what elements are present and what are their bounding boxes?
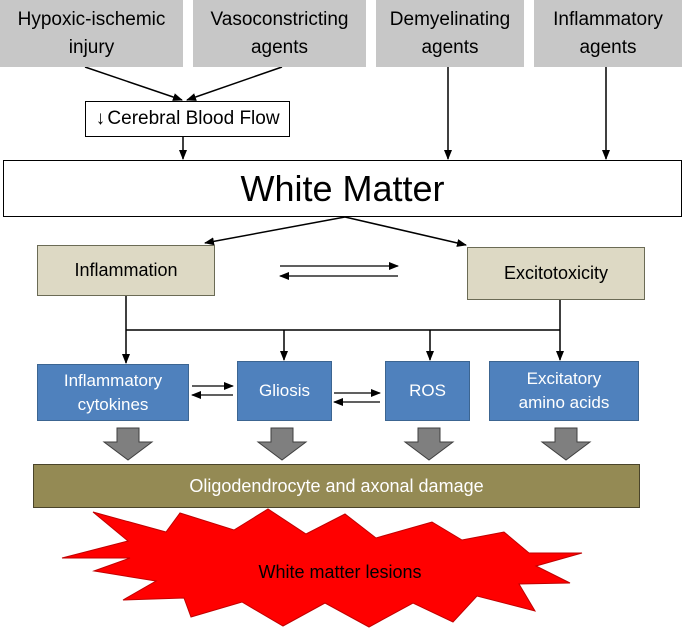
inflammation-box: Inflammation bbox=[37, 245, 215, 296]
big-arrow-cytokines bbox=[102, 427, 154, 461]
oligodendrocyte-axonal-damage-box: Oligodendrocyte and axonal damage bbox=[33, 464, 640, 508]
arrow-hypoxic-to-cbf bbox=[84, 66, 183, 101]
arrow-white-matter-to-inflammation bbox=[204, 216, 346, 246]
lesions-burst bbox=[61, 508, 583, 628]
decrease-arrow-icon: ↓ bbox=[95, 108, 106, 129]
source-demyelinating-agents: Demyelinating agents bbox=[376, 0, 524, 67]
big-arrow-amino-acids bbox=[540, 427, 592, 461]
big-arrow-gliosis bbox=[256, 427, 308, 461]
cerebral-blood-flow-box: ↓ Cerebral Blood Flow bbox=[85, 101, 290, 137]
white-matter-box: White Matter bbox=[3, 160, 682, 217]
arrow-white-matter-to-excitotoxicity bbox=[344, 216, 467, 247]
arrow-vasoconstricting-to-cbf bbox=[186, 66, 283, 101]
cerebral-blood-flow-label: Cerebral Blood Flow bbox=[107, 108, 280, 129]
source-hypoxic-ischemic-injury: Hypoxic-ischemic injury bbox=[0, 0, 183, 67]
white-matter-lesions-label: White matter lesions bbox=[258, 562, 422, 582]
inflammatory-cytokines-box: Inflammatory cytokines bbox=[37, 364, 189, 421]
big-arrow-ros bbox=[403, 427, 455, 461]
source-inflammatory-agents: Inflammatory agents bbox=[534, 0, 682, 67]
ros-box: ROS bbox=[385, 361, 470, 421]
source-vasoconstricting-agents: Vasoconstricting agents bbox=[193, 0, 366, 67]
excitotoxicity-box: Excitotoxicity bbox=[467, 247, 645, 300]
excitatory-amino-acids-box: Excitatory amino acids bbox=[489, 361, 639, 421]
gliosis-box: Gliosis bbox=[237, 361, 332, 421]
